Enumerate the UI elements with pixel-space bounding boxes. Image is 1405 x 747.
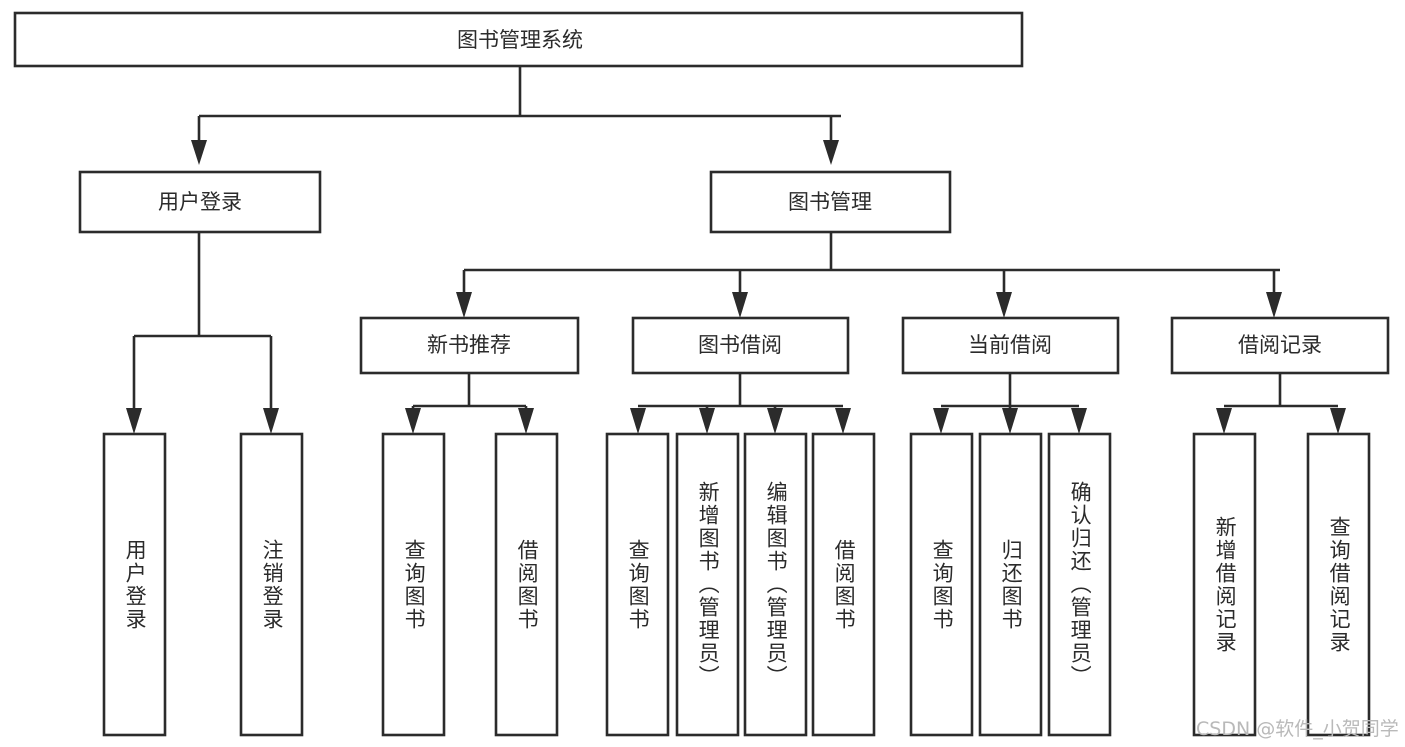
arrowhead-leaf-edit-book (767, 408, 783, 434)
leaf-query-book-2-box[interactable] (605, 432, 670, 737)
connector-user-login-to-leaves (126, 232, 279, 434)
leaf-borrow-book-1-box[interactable] (494, 432, 559, 737)
leaf-query-record-box[interactable] (1306, 432, 1371, 737)
node-borrow-record[interactable]: 借阅记录 (1170, 316, 1390, 375)
connector-new-book-to-leaves (405, 373, 534, 434)
node-user-login-label: 用户登录 (158, 190, 242, 214)
node-user-login[interactable]: 用户登录 (78, 170, 322, 234)
node-root-label: 图书管理系统 (457, 28, 583, 52)
arrowhead-current-borrow (996, 292, 1012, 318)
arrowhead-user-login (191, 140, 207, 165)
leaf-add-book-box[interactable] (675, 432, 740, 737)
leaf-return-book-box[interactable] (978, 432, 1043, 737)
connector-borrow-record-to-leaves (1216, 373, 1346, 434)
leaf-edit-book-box[interactable] (743, 432, 808, 737)
node-new-book-recommend-label: 新书推荐 (427, 333, 511, 357)
node-current-borrow-label: 当前借阅 (968, 333, 1052, 357)
arrowhead-leaf-add-book (699, 408, 715, 434)
arrowhead-book-borrow (732, 292, 748, 318)
node-book-borrow-label: 图书借阅 (698, 333, 782, 357)
leaf-user-login-box[interactable] (102, 432, 167, 737)
arrowhead-leaf-return-book (1002, 408, 1018, 434)
node-book-borrow-box[interactable] (631, 316, 850, 375)
node-book-manage[interactable]: 图书管理 (709, 170, 952, 234)
connector-book-borrow-to-leaves (630, 373, 851, 434)
node-new-book-recommend-box[interactable] (359, 316, 580, 375)
arrowhead-leaf-add-record (1216, 408, 1232, 434)
arrowhead-borrow-record (1266, 292, 1282, 318)
leaf-confirm-return-box[interactable] (1047, 432, 1112, 737)
node-borrow-record-box[interactable] (1170, 316, 1390, 375)
node-root-system[interactable]: 图书管理系统 (13, 11, 1024, 68)
csdn-watermark: CSDN @软件_小贺同学 (1196, 718, 1399, 740)
connector-root-to-level2 (191, 66, 841, 165)
connector-book-manage-to-level3 (456, 232, 1282, 318)
node-book-manage-label: 图书管理 (788, 190, 872, 214)
node-current-borrow[interactable]: 当前借阅 (901, 316, 1120, 375)
arrowhead-leaf-query-book-3 (933, 408, 949, 434)
connector-current-borrow-to-leaves (933, 373, 1087, 434)
node-book-manage-box[interactable] (709, 170, 952, 234)
arrowhead-new-book-recommend (456, 292, 472, 318)
arrowhead-leaf-query-record (1330, 408, 1346, 434)
arrowhead-leaf-borrow-book-1 (518, 408, 534, 434)
arrowhead-leaf-borrow-book-2 (835, 408, 851, 434)
node-book-borrow[interactable]: 图书借阅 (631, 316, 850, 375)
arrowhead-leaf-user-login (126, 408, 142, 434)
leaf-query-book-3-box[interactable] (909, 432, 974, 737)
node-new-book-recommend[interactable]: 新书推荐 (359, 316, 580, 375)
leaf-query-book-1-box[interactable] (381, 432, 446, 737)
leaf-add-record-box[interactable] (1192, 432, 1257, 737)
leaf-boxes (102, 432, 1371, 737)
node-root-box[interactable] (13, 11, 1024, 68)
leaf-logout-login-box[interactable] (239, 432, 304, 737)
node-current-borrow-box[interactable] (901, 316, 1120, 375)
node-user-login-box[interactable] (78, 170, 322, 234)
arrowhead-leaf-confirm-return (1071, 408, 1087, 434)
leaf-borrow-book-2-box[interactable] (811, 432, 876, 737)
arrowhead-leaf-logout (263, 408, 279, 434)
arrowhead-leaf-query-book-2 (630, 408, 646, 434)
node-borrow-record-label: 借阅记录 (1238, 333, 1322, 357)
arrowhead-leaf-query-book-1 (405, 408, 421, 434)
arrowhead-book-manage (823, 140, 839, 165)
